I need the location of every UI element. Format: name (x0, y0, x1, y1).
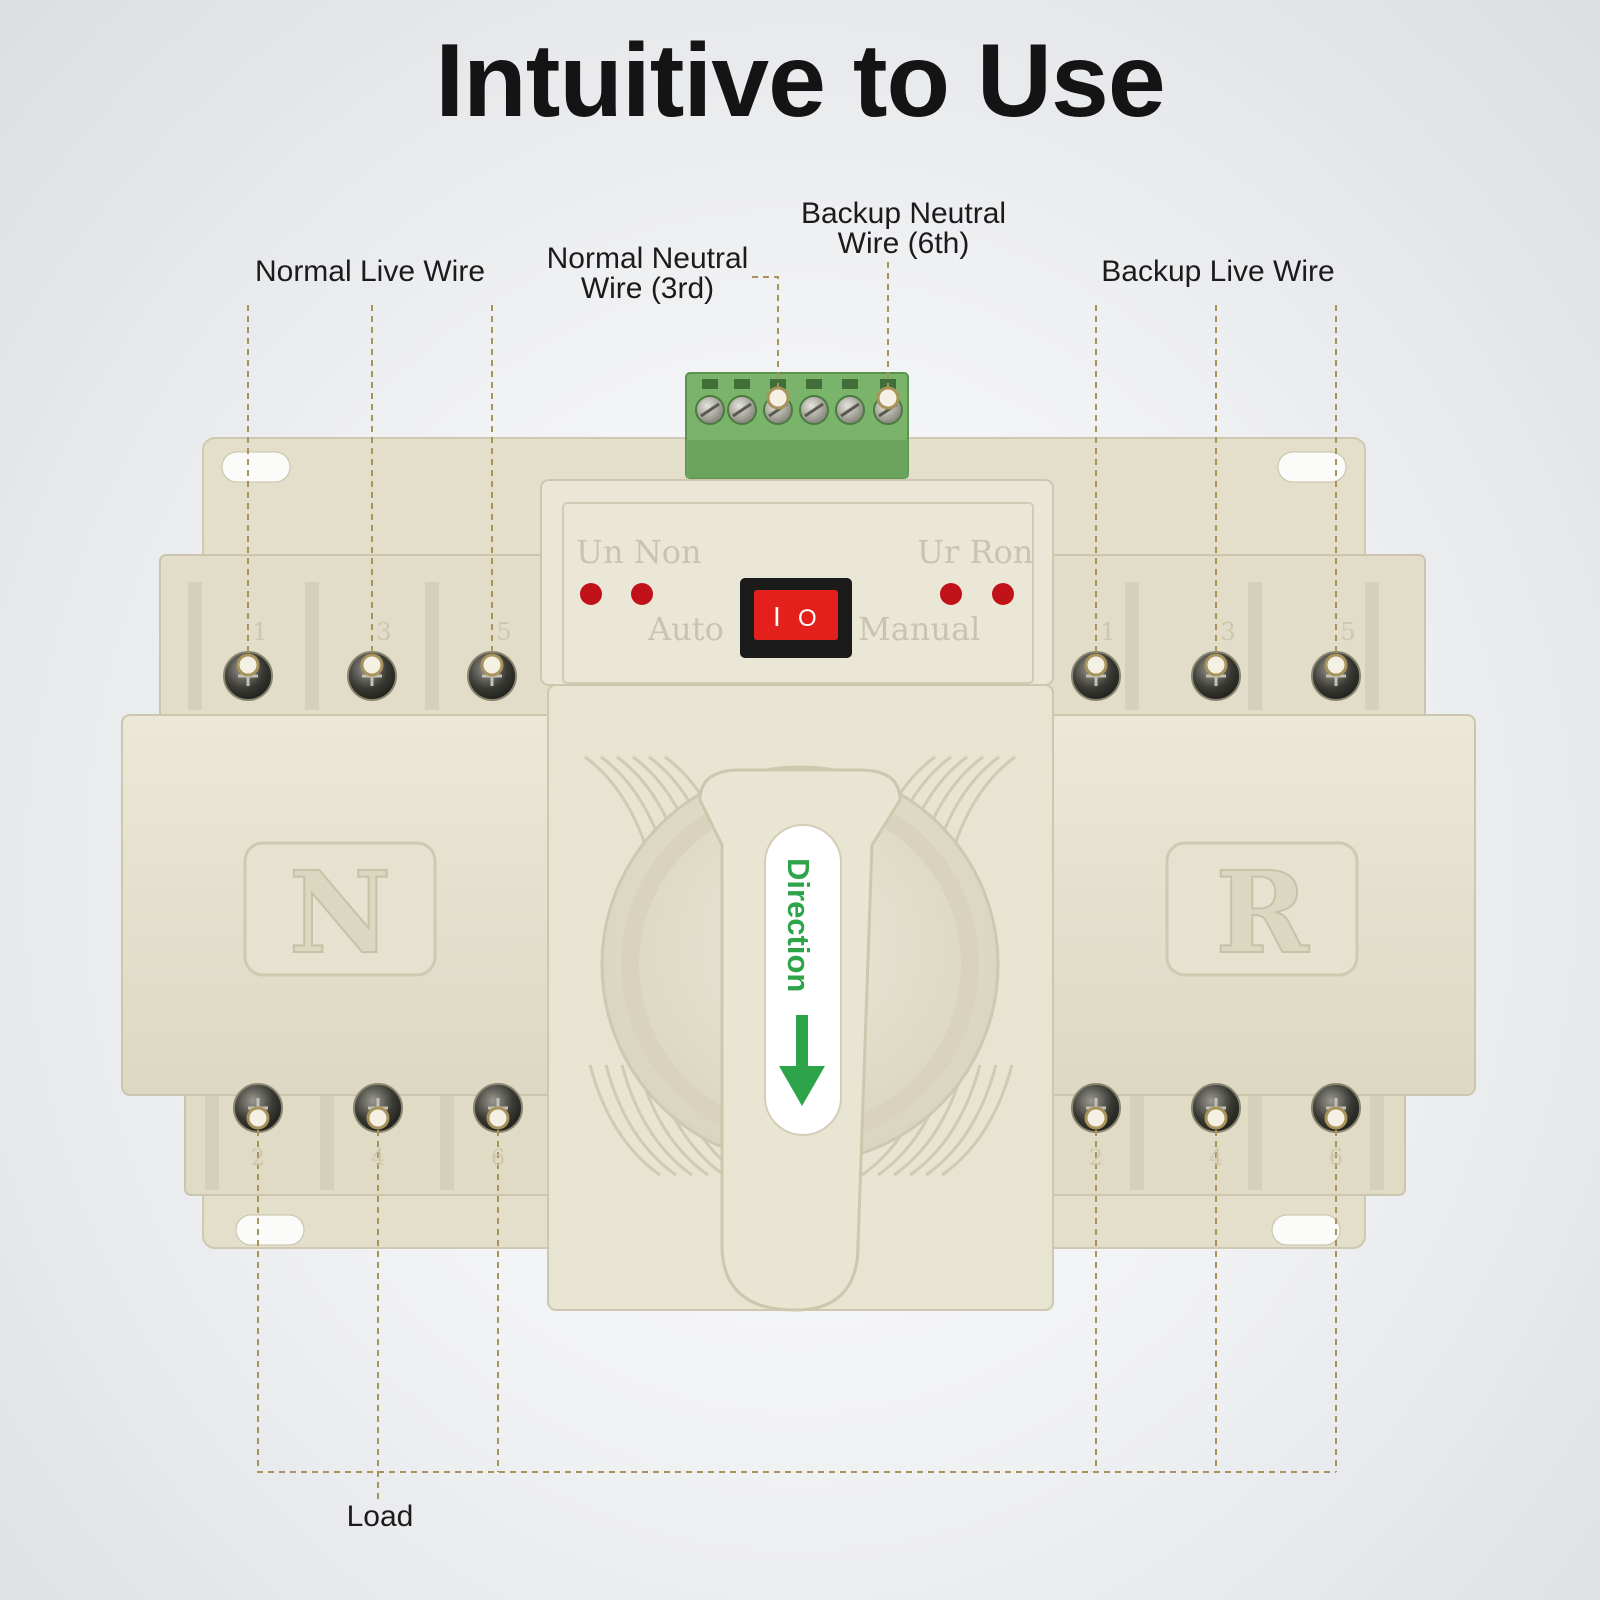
screw-slot (804, 402, 824, 418)
terminal-block-slot (806, 379, 822, 389)
section-r-panel (1034, 714, 1476, 1096)
label-backup-live-wire: Backup Live Wire (1101, 255, 1335, 288)
terminal-number-top: 5 (1340, 618, 1355, 646)
section-r-letter: R (1215, 848, 1309, 979)
indicator-leds (580, 583, 1014, 605)
label-backup-neutral-wire: Backup Neutral Wire (6th) (800, 197, 1007, 260)
housing-rib (1125, 582, 1139, 710)
hatch-mark (925, 1064, 998, 1177)
terminal-number-top: 1 (1100, 618, 1115, 646)
hatch-mark (909, 1064, 982, 1177)
terminal-number-top: 5 (496, 618, 511, 646)
leader-dot (1084, 1106, 1108, 1130)
housing-rib (188, 582, 202, 710)
led-ron (992, 583, 1014, 605)
housing-rib (1130, 1095, 1144, 1190)
leader-dot (480, 653, 504, 677)
terminal-number-bottom: 2 (251, 1146, 265, 1171)
terminal-block-slot (842, 379, 858, 389)
hatch-mark (604, 1064, 677, 1177)
leader-dot (1084, 653, 1108, 677)
rocker-off-symbol: O (798, 605, 817, 632)
leader-dot (236, 653, 260, 677)
terminal-number-top: 1 (252, 618, 267, 646)
leader-dot (360, 653, 384, 677)
housing-rib (1370, 1095, 1384, 1190)
panel-text-right: Ur Ron (917, 533, 1033, 571)
leader-line (752, 276, 779, 398)
leader-lines (247, 262, 1337, 1500)
leader-dot (876, 386, 900, 410)
leader-line (257, 1108, 1336, 1473)
terminal-number-bottom: 6 (1329, 1146, 1343, 1171)
housing-rib (205, 1095, 219, 1190)
terminal-number-top: 3 (376, 618, 391, 646)
hatch-mark (588, 1064, 661, 1177)
mode-auto-label: Auto (647, 610, 724, 648)
mode-manual-label: Manual (858, 610, 980, 648)
leader-dot (1204, 653, 1228, 677)
leader-dot (1324, 653, 1348, 677)
handle-direction-text: Direction (781, 858, 816, 992)
rocker-on-symbol: I (773, 601, 781, 632)
terminal-block-slot (734, 379, 750, 389)
leader-dot (766, 386, 790, 410)
terminal-number-bottom: 4 (1209, 1146, 1223, 1171)
housing-rib (1248, 582, 1262, 710)
leader-dots (236, 386, 1348, 1130)
housing-rib (1248, 1095, 1262, 1190)
screw-slot (732, 402, 752, 418)
label-normal-live-wire: Normal Live Wire (254, 255, 486, 288)
terminal-number-bottom: 4 (371, 1146, 385, 1171)
section-n-letter: N (289, 848, 391, 979)
leader-dot (1324, 1106, 1348, 1130)
screw-slot (840, 402, 860, 418)
auto-manual-rocker-switch[interactable] (740, 578, 852, 658)
led-ur (940, 583, 962, 605)
panel-text-left: Un Non (576, 533, 702, 571)
label-normal-neutral-wire: Normal Neutral Wire (3rd) (546, 242, 749, 305)
housing-rib (305, 582, 319, 710)
terminal-number-top: 3 (1220, 618, 1235, 646)
housing-rib (320, 1095, 334, 1190)
hatch-mark (941, 1064, 1014, 1177)
page-title: Intuitive to Use (435, 23, 1165, 139)
housing-rib (440, 1095, 454, 1190)
label-load: Load (346, 1500, 414, 1533)
terminal-number-bottom: 6 (491, 1146, 505, 1171)
terminal-block-slot (702, 379, 718, 389)
neutral-terminal-block (685, 372, 909, 479)
rotary-handle[interactable] (600, 765, 1000, 1312)
leader-dot (246, 1106, 270, 1130)
screw-slot (700, 402, 720, 418)
housing-rib (425, 582, 439, 710)
led-un (580, 583, 602, 605)
led-non (631, 583, 653, 605)
direction-arrow-icon (779, 1015, 825, 1106)
leader-dot (486, 1106, 510, 1130)
leader-dot (366, 1106, 390, 1130)
leader-dot (1204, 1106, 1228, 1130)
housing-rib (1365, 582, 1379, 710)
terminal-number-bottom: 2 (1089, 1146, 1103, 1171)
hatch-mark (620, 1064, 693, 1177)
